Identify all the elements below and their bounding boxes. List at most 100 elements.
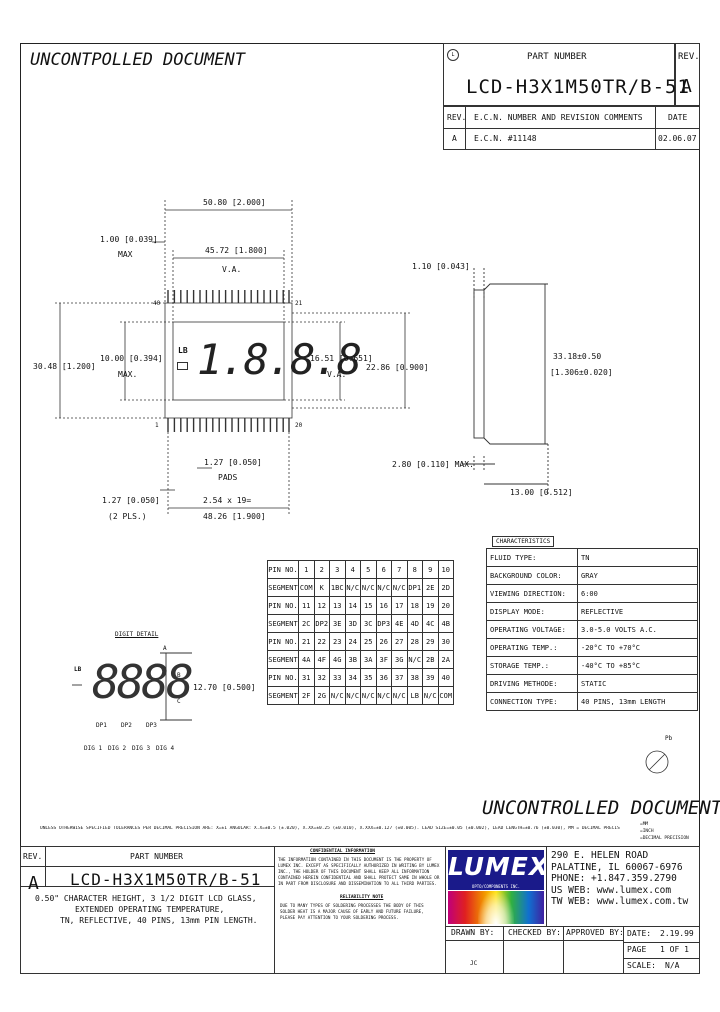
pin-table-cell: 2E bbox=[422, 578, 439, 597]
characteristics-row: FLUID TYPE:TN bbox=[486, 548, 698, 567]
dim-glass-height: 22.86 [0.900] bbox=[366, 363, 429, 372]
pin-table-cell: 14 bbox=[344, 596, 361, 615]
pin-table-cell: 16 bbox=[375, 596, 392, 615]
pin-table-cell: 2B bbox=[422, 650, 439, 669]
pin-table-cell: 4D bbox=[406, 614, 423, 633]
pin-table-cell: N/C bbox=[375, 686, 392, 705]
dp3-label: DP3 bbox=[146, 722, 157, 729]
characteristics-row: DRIVING METHODE:STATIC bbox=[486, 674, 698, 693]
pin-table-cell: 3E bbox=[329, 614, 346, 633]
tb-part: LCD-H3X1M50TR/B-51 bbox=[70, 870, 262, 889]
pin-table-cell: 28 bbox=[406, 632, 423, 651]
pin-table-cell: 3 bbox=[329, 560, 346, 579]
characteristics-title: CHARACTERISTICS bbox=[492, 536, 555, 547]
pin21-label: 21 bbox=[295, 300, 303, 307]
tb-confidential-text: THE INFORMATION CONTAINED IN THIS DOCUME… bbox=[278, 857, 440, 886]
pin-table-cell: N/C bbox=[360, 686, 377, 705]
dp2-label: DP2 bbox=[121, 722, 132, 729]
pin-table-cell: 2F bbox=[298, 686, 315, 705]
pin-table-cell: 25 bbox=[360, 632, 377, 651]
pin-table-cell: DP2 bbox=[313, 614, 330, 633]
characteristic-value: STATIC bbox=[577, 674, 698, 693]
tb-page-value: 1 OF 1 bbox=[660, 945, 689, 954]
characteristics-row: OPERATING VOLTAGE:3.0-5.0 VOLTS A.C. bbox=[486, 620, 698, 639]
dim-side-total: 33.18±0.50 bbox=[553, 352, 602, 361]
pin-table-cell: 26 bbox=[375, 632, 392, 651]
digit-detail-title: DIGIT DETAIL bbox=[115, 631, 159, 638]
characteristic-label: OPERATING VOLTAGE: bbox=[486, 620, 578, 639]
pin-table-cell: 7 bbox=[391, 560, 408, 579]
pin-table-cell: DP1 bbox=[406, 578, 423, 597]
seg-c-label: C bbox=[177, 698, 181, 705]
characteristics-row: BACKGROUND COLOR:GRAY bbox=[486, 566, 698, 585]
characteristic-label: DRIVING METHODE: bbox=[486, 674, 578, 693]
pin-table-cell: N/C bbox=[360, 578, 377, 597]
dig4-label: DIG 4 bbox=[156, 745, 175, 752]
pin-table-cell: DP3 bbox=[375, 614, 392, 633]
rohs-label: Pb bbox=[665, 735, 673, 742]
pin-table-cell: N/C bbox=[329, 686, 346, 705]
pin-table-cell: COM bbox=[298, 578, 315, 597]
pin-table-cell: N/C bbox=[391, 686, 408, 705]
title-block bbox=[20, 846, 700, 974]
lb-segment bbox=[177, 362, 188, 370]
pin-table-cell: 2G bbox=[313, 686, 330, 705]
pin-table-cell: 31 bbox=[298, 668, 315, 687]
tb-desc-1: 0.50" CHARACTER HEIGHT, 3 1/2 DIGIT LCD … bbox=[35, 894, 257, 903]
pin-table-header-cell: PIN NO. bbox=[267, 632, 299, 651]
logo-spectrum bbox=[448, 891, 544, 924]
tb-scale-value: N/A bbox=[665, 961, 680, 970]
characteristic-label: BACKGROUND COLOR: bbox=[486, 566, 578, 585]
pin-table-header-cell: PIN NO. bbox=[267, 560, 299, 579]
pin-table-cell: K bbox=[313, 578, 330, 597]
part-number-box bbox=[443, 43, 675, 106]
lcd-digits: 1.8.8.8 bbox=[197, 335, 362, 384]
pin-table-cell: 21 bbox=[298, 632, 315, 651]
dim-edge: 1.00 [0.039] bbox=[100, 235, 158, 244]
tb-approved-by: APPROVED BY: bbox=[566, 928, 624, 937]
logo-tag: OPTO/COMPONENTS INC. bbox=[448, 884, 544, 890]
dim-pad-width: 1.27 [0.050] bbox=[204, 458, 262, 467]
pin-table-cell: 4 bbox=[344, 560, 361, 579]
pin-table-cell: 3C bbox=[360, 614, 377, 633]
dim-side-total-in: [1.306±0.020] bbox=[550, 368, 613, 377]
tb-date-label: DATE: bbox=[627, 929, 652, 938]
rev-row: A bbox=[452, 134, 457, 143]
tolerance-inch: =INCH bbox=[640, 829, 654, 834]
dim-pin-span-value: 48.26 [1.900] bbox=[203, 512, 266, 521]
ecn-row: E.C.N. #11148 bbox=[474, 134, 537, 143]
tb-date-value: 2.19.99 bbox=[660, 929, 694, 938]
dim-height: 30.48 [1.200] bbox=[33, 362, 96, 371]
pin-table-cell: 8 bbox=[406, 560, 423, 579]
pin-table-header-cell: PIN NO. bbox=[267, 596, 299, 615]
dim-pitch-count: (2 PLS.) bbox=[108, 512, 147, 521]
tb-drawn-by: DRAWN BY: bbox=[451, 928, 495, 937]
pin-table-cell: 39 bbox=[422, 668, 439, 687]
characteristics-row: VIEWING DIRECTION:6:00 bbox=[486, 584, 698, 603]
dim-edge-max: MAX bbox=[118, 250, 133, 259]
pin-table-cell: 22 bbox=[313, 632, 330, 651]
pin-table-cell: 2 bbox=[313, 560, 330, 579]
tb-desc-3: TN, REFLECTIVE, 40 PINS, 13mm PIN LENGTH… bbox=[60, 916, 258, 925]
seg-b-label: B bbox=[177, 672, 181, 679]
pin-table-cell: 3F bbox=[375, 650, 392, 669]
dim-side-thickness: 1.10 [0.043] bbox=[412, 262, 470, 271]
dim-pad-label: PADS bbox=[218, 473, 238, 482]
characteristic-value: 40 PINS, 13mm LENGTH bbox=[577, 692, 698, 711]
pin-table-cell: 1 bbox=[298, 560, 315, 579]
pin-table-cell: COM bbox=[437, 686, 454, 705]
pin40-label: 40 bbox=[153, 300, 161, 307]
pin-table-cell: N/C bbox=[375, 578, 392, 597]
pin-table-cell: 17 bbox=[391, 596, 408, 615]
characteristics-row: OPERATING TEMP.:-20°C TO +70°C bbox=[486, 638, 698, 657]
pin-table-cell: 35 bbox=[360, 668, 377, 687]
part-number-label: PART NUMBER bbox=[527, 52, 587, 62]
side-view bbox=[462, 268, 549, 495]
tb-page-label: PAGE bbox=[627, 945, 647, 954]
